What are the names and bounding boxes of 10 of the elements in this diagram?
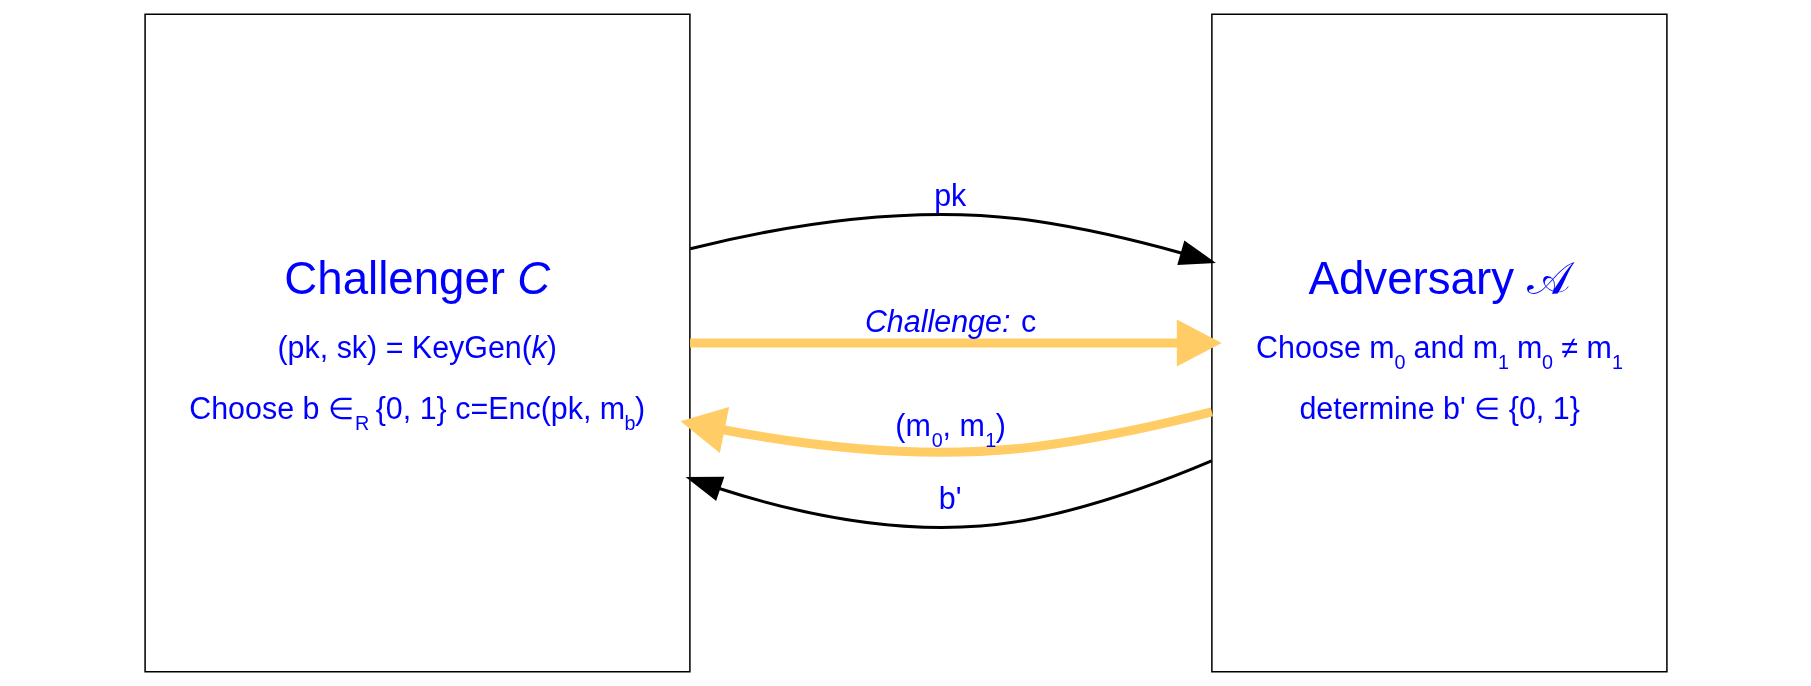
edge-label: (m$_{0}$, m$_{1}$) [894, 407, 1006, 451]
node-box: Adversary 𝒜 Choose m$_{0}$ and m$_{1}$ m$_{0}$ ≠ m$_{1}$ determine b' ∈ {0, 1} [1210, 13, 1668, 673]
arrow [689, 213, 1216, 266]
arrow [685, 459, 1212, 529]
arrow [680, 406, 1213, 457]
node-box: Challenger C (pk, sk) = KeyGen(k) Choose b ∈$_{R}$ {0, 1} c=Enc(pk, m$_{b}$) [143, 13, 691, 673]
edge-label: pk [933, 178, 966, 213]
edge-label: Challenge: c [864, 304, 1036, 339]
arrow [689, 319, 1222, 367]
edge-label: b' [938, 480, 961, 515]
